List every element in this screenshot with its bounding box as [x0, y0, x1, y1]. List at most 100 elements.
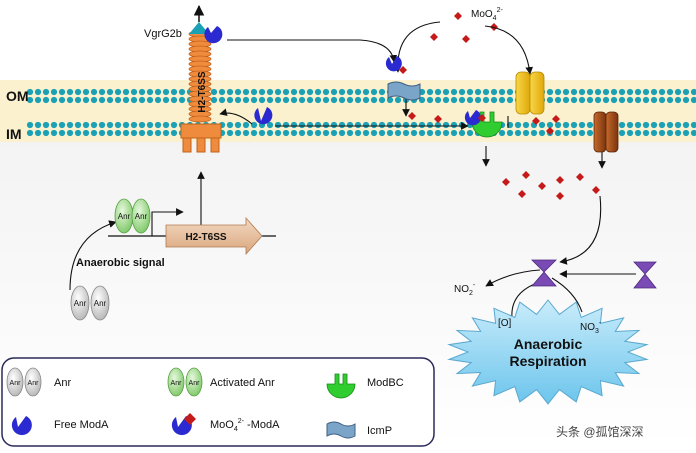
om-lipid-head [34, 96, 42, 104]
t6ss-foot-1 [182, 137, 192, 153]
im-lipid-head [146, 129, 154, 137]
im-lipid-head [106, 129, 114, 137]
im-lipid-head [626, 129, 634, 137]
om-lipid-head [386, 96, 394, 104]
activated-anr-label-left: Anr [118, 212, 131, 221]
om-lipid-head [218, 96, 226, 104]
im-lipid-head [410, 121, 418, 129]
vgrg2b-label: VgrG2b [144, 28, 182, 40]
im-lipid-head [450, 129, 458, 137]
arrow-to-respiration [559, 195, 602, 265]
om-lipid-head [50, 88, 58, 96]
om-lipid-head [626, 88, 634, 96]
om-lipid-head [490, 88, 498, 96]
om-lipid-head [306, 96, 314, 104]
om-lipid-head [162, 96, 170, 104]
om-lipid-head [602, 88, 610, 96]
im-lipid-head [338, 129, 346, 137]
legend-frame [1, 357, 435, 447]
im-lipid-head [626, 121, 634, 129]
im-lipid-head [338, 121, 346, 129]
im-lipid-head [258, 129, 266, 137]
inactive-anr: Anr Anr [70, 285, 110, 321]
om-lipid-head [466, 96, 474, 104]
im-lipid-head [50, 129, 58, 137]
legend-anr-oval-text-left: Anr [10, 380, 22, 387]
om-lipid-head [250, 96, 258, 104]
legend-free-moda-icon [11, 416, 32, 436]
om-lipid-head [378, 96, 386, 104]
om-lipid-head [498, 96, 506, 104]
molybdate-diamond [556, 176, 564, 184]
om-lipid-head [282, 96, 290, 104]
im-lipid-head [274, 129, 282, 137]
moda-at-modbc [464, 110, 481, 126]
vgrg-spike-tip [189, 22, 209, 34]
im-lipid-head [26, 129, 34, 137]
om-lipid-head [98, 96, 106, 104]
im-lipid-head [346, 121, 354, 129]
im-lipid-head [290, 121, 298, 129]
om-lipid-head [178, 96, 186, 104]
im-lipid-head [426, 121, 434, 129]
im-lipid-head [562, 129, 570, 137]
om-lipid-head [674, 88, 682, 96]
om-lipid-head [570, 96, 578, 104]
im-lipid-head [506, 129, 514, 137]
molybdate-diamond [546, 127, 554, 135]
hourglass-icon-main [531, 259, 557, 287]
om-lipid-head [650, 88, 658, 96]
om-lipid-head [442, 88, 450, 96]
activated-anr-label-right: Anr [135, 212, 148, 221]
im-lipid-head [618, 121, 626, 129]
im-lipid-head [74, 121, 82, 129]
im-lipid-head [242, 129, 250, 137]
om-lipid-head [642, 96, 650, 104]
om-lipid-head [458, 96, 466, 104]
om-lipid-head [74, 88, 82, 96]
legend-modbc-icon [326, 373, 356, 399]
im-lipid-head [282, 129, 290, 137]
im-lipid-head [586, 121, 594, 129]
om-lipid-head [354, 88, 362, 96]
im-lipid-head [122, 129, 130, 137]
om-lipid-head [690, 96, 696, 104]
im-lipid-head [410, 129, 418, 137]
im-lipid-head [98, 129, 106, 137]
im-lipid-head [658, 121, 666, 129]
molybdate-molecules [408, 12, 600, 200]
om-lipid-head [282, 88, 290, 96]
im-lipid-head [58, 129, 66, 137]
legend-activated-anr-right [185, 367, 203, 397]
om-lipid-head [306, 88, 314, 96]
om-lipid-head [226, 96, 234, 104]
om-lipid-head [122, 88, 130, 96]
om-lipid-head [298, 96, 306, 104]
im-lipid-head [58, 121, 66, 129]
im-lipid-head [522, 129, 530, 137]
im-lipid-head [570, 129, 578, 137]
om-lipid-head [338, 96, 346, 104]
om-lipid-head [50, 96, 58, 104]
molybdate-diamond [502, 178, 510, 186]
om-lipid-head [130, 96, 138, 104]
im-lipid-head [98, 121, 106, 129]
om-lipid-head [354, 96, 362, 104]
brown-transporter-left [593, 111, 607, 153]
im-lipid-head [234, 121, 242, 129]
om-lipid-head [266, 96, 274, 104]
im-lipid-head [106, 121, 114, 129]
t6ss-foot-3 [210, 137, 220, 153]
im-lipid-head [522, 121, 530, 129]
om-lipid-head [482, 88, 490, 96]
im-lipid-head [250, 129, 258, 137]
molybdate-diamond [454, 12, 462, 20]
om-lipid-head [98, 88, 106, 96]
im-lipid-head [90, 129, 98, 137]
om-lipid-head [322, 96, 330, 104]
om-lipid-head [154, 96, 162, 104]
im-lipid-head [306, 121, 314, 129]
im-lipid-head [154, 129, 162, 137]
om-lipid-head [322, 88, 330, 96]
